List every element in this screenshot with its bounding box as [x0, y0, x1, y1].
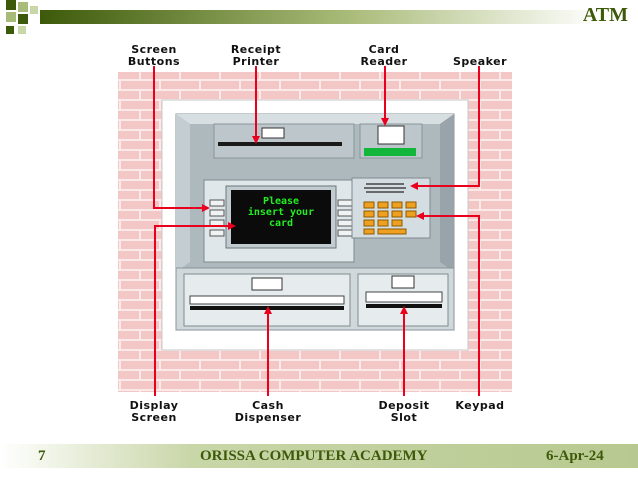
deco-square [18, 26, 26, 34]
annotation-arrows [153, 66, 480, 396]
screen-button[interactable] [337, 229, 353, 237]
deco-square [6, 12, 16, 22]
deco-square [6, 0, 16, 10]
label-speaker: Speaker [440, 56, 520, 68]
arrow-heads [202, 118, 424, 314]
label-line: Keypad [455, 399, 505, 412]
screen-message: Please insert your card [231, 196, 331, 229]
receipt-slot [218, 142, 342, 146]
card-reader-slot [364, 148, 416, 156]
label-deposit-slot: Deposit Slot [368, 400, 440, 424]
card-icon [377, 125, 405, 145]
label-line: Screen [131, 411, 177, 424]
deco-square [30, 6, 38, 14]
footer-gradient-bar [0, 444, 638, 468]
screen-line-1: Please [262, 196, 300, 207]
deco-square [18, 2, 28, 12]
screen-line-3: card [268, 218, 294, 229]
envelope-icon [391, 275, 415, 289]
slide-number: 7 [38, 448, 46, 464]
slide-title: ATM [582, 4, 628, 26]
label-screen-buttons: Screen Buttons [118, 44, 190, 68]
screen-button[interactable] [209, 199, 225, 207]
label-line: Display [129, 399, 179, 412]
label-line: Slot [390, 411, 418, 424]
label-line: Printer [232, 55, 280, 68]
label-line: Cash [252, 399, 284, 412]
label-cash-dispenser: Cash Dispenser [226, 400, 310, 424]
display-screen [231, 190, 331, 244]
screen-button[interactable] [337, 199, 353, 207]
label-line: Receipt [230, 43, 282, 56]
screen-button[interactable] [209, 229, 225, 237]
label-line: Screen [131, 43, 177, 56]
screen-button[interactable] [337, 209, 353, 217]
label-line: Buttons [127, 55, 181, 68]
deco-square [6, 26, 14, 34]
keypad[interactable] [363, 201, 417, 235]
cash-icon [251, 277, 283, 291]
receipt-icon [261, 127, 285, 139]
screen-line-2: insert your [247, 207, 315, 218]
deco-square [18, 14, 28, 24]
footer-date: 6-Apr-24 [546, 448, 604, 464]
label-receipt-printer: Receipt Printer [220, 44, 292, 68]
title-gradient-bar [40, 10, 600, 24]
label-line: Speaker [452, 55, 508, 68]
label-keypad: Keypad [444, 400, 516, 412]
label-card-reader: Card Reader [348, 44, 420, 68]
label-line: Dispenser [234, 411, 302, 424]
label-line: Card [368, 43, 400, 56]
label-line: Deposit [378, 399, 430, 412]
label-line: Reader [360, 55, 408, 68]
footer-organization: ORISSA COMPUTER ACADEMY [200, 448, 428, 464]
screen-button[interactable] [209, 209, 225, 217]
screen-button[interactable] [337, 219, 353, 227]
label-display-screen: Display Screen [118, 400, 190, 424]
